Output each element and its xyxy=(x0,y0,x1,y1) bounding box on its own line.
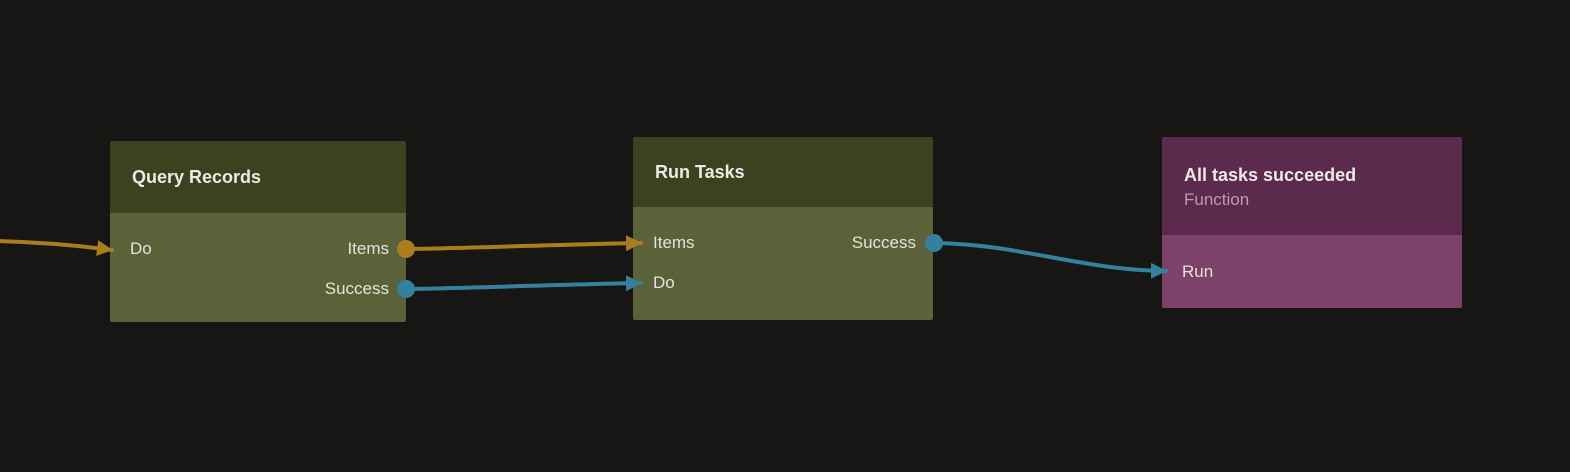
node-all-tasks-body: Run xyxy=(1162,235,1462,308)
node-query-records-body: Do Items Success xyxy=(110,213,406,322)
input-port-label-do: Do xyxy=(653,273,675,292)
node-query-records[interactable]: Query Records Do Items Success xyxy=(110,141,406,322)
edge-success-to-run[interactable] xyxy=(932,241,1168,279)
input-port-label-items: Items xyxy=(653,233,695,252)
port-row: Items Success xyxy=(633,223,933,263)
node-run-tasks-header: Run Tasks xyxy=(633,137,933,207)
node-run-tasks-body: Items Success Do xyxy=(633,207,933,320)
port-row: Run xyxy=(1162,262,1462,282)
edge-success-to-do[interactable] xyxy=(404,275,643,292)
output-port-label-items: Items xyxy=(347,239,389,258)
node-subtitle: Function xyxy=(1184,190,1250,209)
output-port-label-success: Success xyxy=(851,233,916,252)
input-port-label-run: Run xyxy=(1182,261,1214,281)
edge-offscreen-to-querydo[interactable] xyxy=(0,239,114,256)
node-title: Query Records xyxy=(132,167,262,187)
port-row: Do Items xyxy=(110,229,406,269)
input-port-label-do: Do xyxy=(130,239,152,258)
node-query-records-header: Query Records xyxy=(110,141,406,213)
node-run-tasks[interactable]: Run Tasks Items Success Do xyxy=(633,137,933,320)
port-row: Success xyxy=(110,269,406,309)
node-all-tasks-succeeded[interactable]: All tasks succeeded Function Run xyxy=(1162,137,1462,308)
port-row: Do xyxy=(633,263,933,303)
node-title: All tasks succeeded xyxy=(1184,165,1357,185)
node-all-tasks-header: All tasks succeeded Function xyxy=(1162,137,1462,235)
node-title: Run Tasks xyxy=(655,162,745,182)
output-port-label-success: Success xyxy=(324,279,389,298)
edge-items-to-items[interactable] xyxy=(404,235,643,252)
